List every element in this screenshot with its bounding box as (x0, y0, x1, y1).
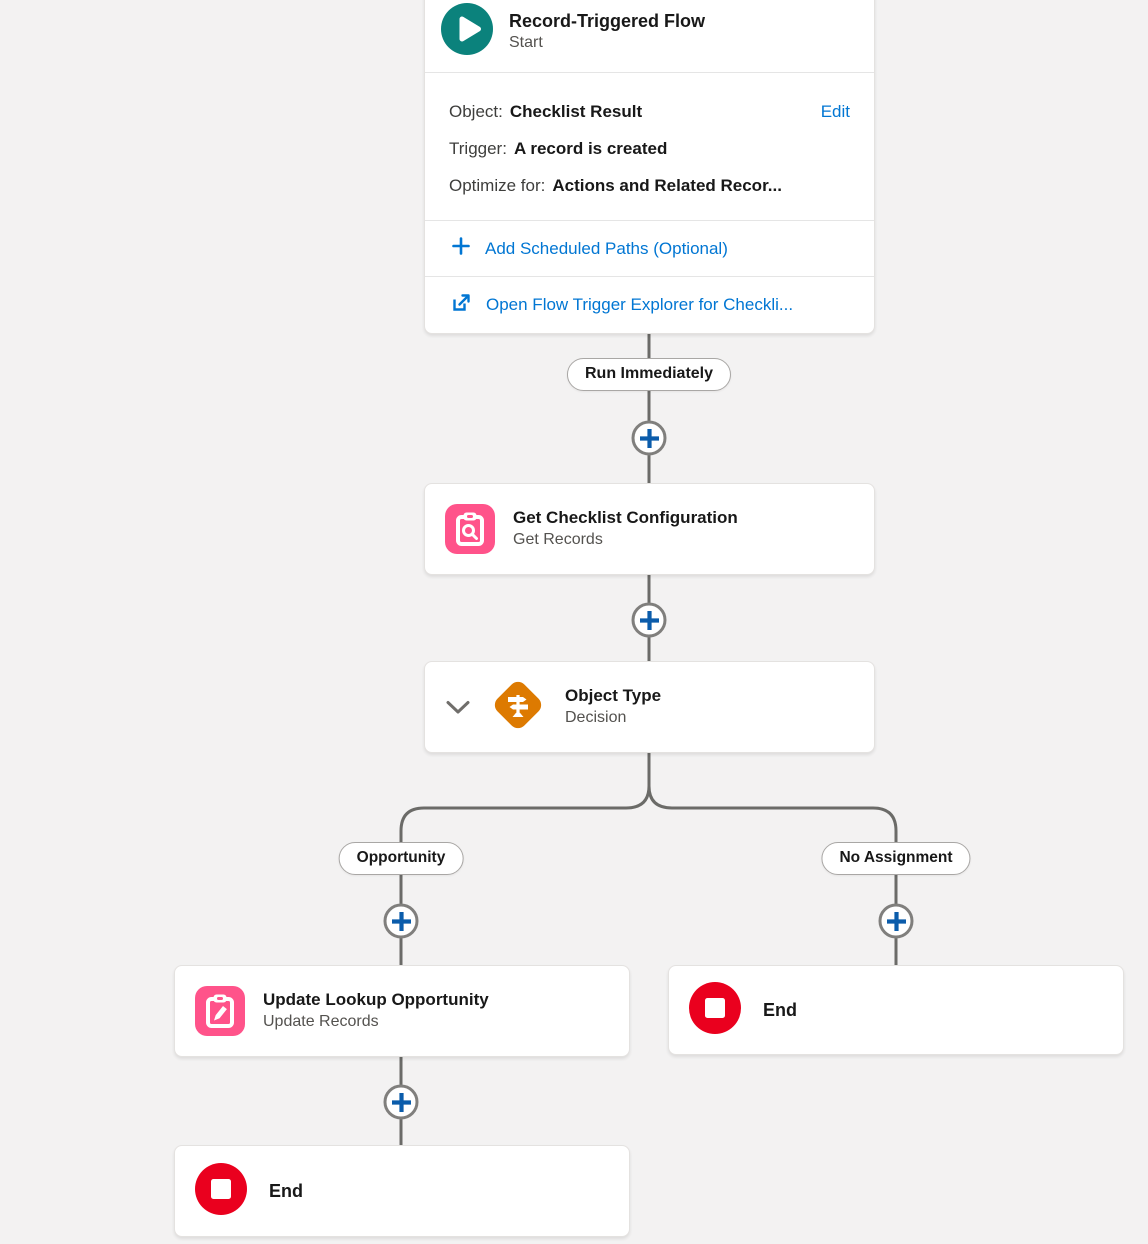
update-records-node-title: Update Lookup Opportunity (263, 990, 489, 1010)
object-label: Object: (449, 102, 503, 121)
detail-row-trigger: Trigger: A record is created (449, 130, 850, 167)
detail-row-object: Object: Checklist Result Edit (449, 93, 850, 130)
get-records-icon (445, 504, 495, 554)
optimize-value: Actions and Related Recor... (552, 176, 782, 195)
add-element-button[interactable] (631, 602, 667, 638)
get-records-node-title: Get Checklist Configuration (513, 508, 738, 528)
add-scheduled-paths-link[interactable]: Add Scheduled Paths (Optional) (485, 238, 728, 258)
plus-icon (639, 610, 659, 630)
decision-node-title: Object Type (565, 686, 662, 706)
start-node-header: Record-Triggered Flow Start (425, 0, 874, 73)
collapse-branches-button[interactable] (441, 695, 475, 720)
decision-icon (489, 676, 547, 739)
add-element-button[interactable] (631, 420, 667, 456)
end-icon (195, 1162, 247, 1220)
start-node-subtitle: Start (509, 34, 543, 52)
chevron-down-icon (446, 700, 470, 713)
end-node-card-right[interactable]: End (668, 965, 1124, 1055)
external-link-icon (451, 292, 472, 318)
update-records-icon (195, 986, 245, 1036)
optimize-label: Optimize for: (449, 176, 546, 195)
plus-icon (391, 911, 411, 931)
detail-row-optimize: Optimize for: Actions and Related Recor.… (449, 167, 850, 204)
branch-pill-opportunity: Opportunity (338, 842, 464, 875)
start-node-card[interactable]: Record-Triggered Flow Start Object: Chec… (424, 0, 875, 334)
get-records-node-subtitle: Get Records (513, 531, 603, 549)
plus-icon (639, 428, 659, 448)
add-scheduled-paths-row[interactable]: Add Scheduled Paths (Optional) (425, 221, 874, 277)
decision-node-card[interactable]: Object Type Decision (424, 661, 875, 753)
branch-pill-no-assignment: No Assignment (821, 842, 971, 875)
open-trigger-explorer-row[interactable]: Open Flow Trigger Explorer for Checkli..… (425, 277, 874, 333)
add-element-button[interactable] (383, 903, 419, 939)
connector-branch-left (399, 749, 651, 967)
run-immediately-pill: Run Immediately (566, 358, 732, 391)
add-element-button[interactable] (383, 1084, 419, 1120)
plus-icon (391, 1092, 411, 1112)
end-node-title: End (269, 1180, 303, 1201)
decision-node-subtitle: Decision (565, 709, 627, 727)
update-records-node-subtitle: Update Records (263, 1013, 379, 1031)
end-node-card-left[interactable]: End (174, 1145, 630, 1237)
plus-icon (451, 236, 471, 261)
get-records-node-card[interactable]: Get Checklist Configuration Get Records (424, 483, 875, 575)
connector-branch-right (647, 785, 898, 967)
edit-link[interactable]: Edit (820, 102, 850, 121)
end-icon (689, 981, 741, 1039)
add-element-button[interactable] (878, 903, 914, 939)
start-node-title: Record-Triggered Flow (509, 10, 706, 31)
start-icon (441, 3, 493, 60)
trigger-value: A record is created (513, 139, 668, 158)
end-node-title: End (763, 999, 797, 1020)
start-node-details: Object: Checklist Result Edit Trigger: A… (425, 73, 874, 221)
update-records-node-card[interactable]: Update Lookup Opportunity Update Records (174, 965, 630, 1057)
open-trigger-explorer-link[interactable]: Open Flow Trigger Explorer for Checkli..… (486, 295, 794, 314)
object-value: Checklist Result (509, 102, 643, 121)
trigger-label: Trigger: (449, 139, 507, 158)
plus-icon (886, 911, 906, 931)
